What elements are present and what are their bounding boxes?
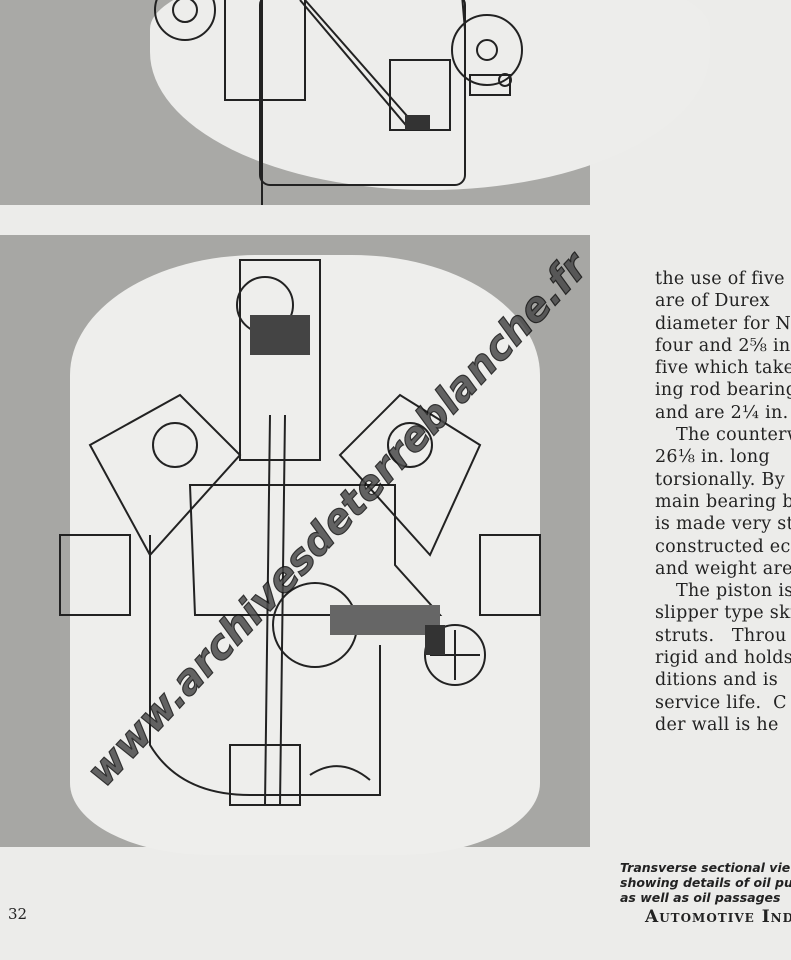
running-footer: Automotive Indu bbox=[645, 907, 791, 927]
body-text-column: the use of five are of Durex diameter fo… bbox=[655, 268, 791, 736]
text-line: The piston is bbox=[676, 581, 791, 602]
engine-front-view-figure bbox=[0, 0, 710, 205]
caption-line: Transverse sectional view bbox=[620, 860, 791, 875]
figure-caption: Transverse sectional view showing detail… bbox=[620, 860, 791, 905]
transverse-section-figure bbox=[0, 235, 590, 855]
text-line: torsionally. By bbox=[655, 469, 785, 490]
text-line: are of Durex bbox=[655, 291, 770, 312]
text-line: The counterw bbox=[676, 425, 791, 446]
text-line: rigid and holds bbox=[655, 648, 791, 669]
text-line: and weight are bbox=[655, 558, 791, 579]
text-line: main bearing b bbox=[655, 491, 791, 512]
text-line: 26⅛ in. long bbox=[655, 447, 770, 468]
text-line: diameter for N bbox=[655, 313, 791, 334]
caption-line: as well as oil passages bbox=[620, 890, 781, 905]
text-line: and are 2¼ in. bbox=[655, 402, 789, 423]
text-line: slipper type ski bbox=[655, 603, 791, 624]
page-number: 32 bbox=[8, 905, 28, 923]
text-line: five which take bbox=[655, 358, 791, 379]
text-line: struts. Throu bbox=[655, 625, 787, 646]
text-line: service life. C bbox=[655, 692, 787, 713]
engine-front-drawing bbox=[154, 0, 523, 205]
engine-section-drawing bbox=[59, 259, 541, 806]
text-line: der wall is he bbox=[655, 714, 779, 735]
text-line: four and 2⅝ in bbox=[655, 335, 791, 356]
text-line: is made very st bbox=[655, 514, 791, 535]
text-line: ditions and is bbox=[655, 670, 779, 691]
text-line: ing rod bearing bbox=[655, 380, 791, 401]
caption-line: showing details of oil pur bbox=[620, 875, 791, 890]
text-line: the use of five bbox=[655, 269, 785, 289]
text-line: constructed eco bbox=[655, 536, 791, 557]
